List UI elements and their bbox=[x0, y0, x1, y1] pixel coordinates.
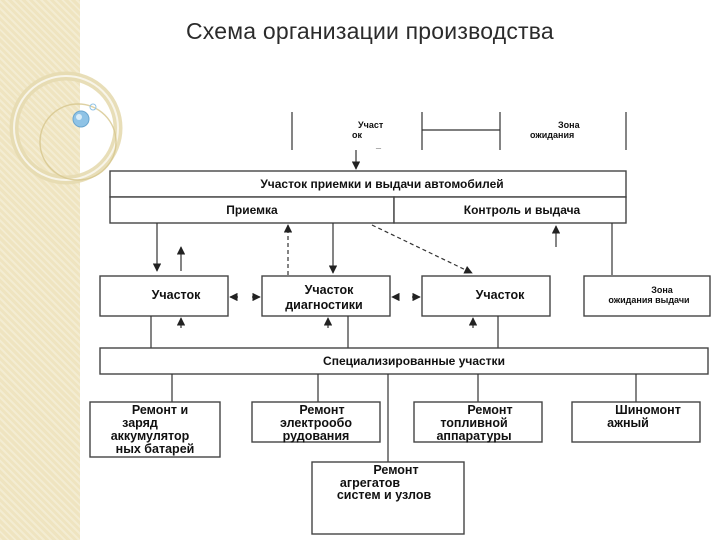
aggregates-label-line3: систем и узлов bbox=[337, 488, 432, 502]
fuel-label-line2: топливной bbox=[440, 416, 507, 430]
diagnostics-label-line1: Участок bbox=[305, 283, 355, 297]
middle-row: Участок Участок диагностики Участок Зона… bbox=[99, 275, 711, 317]
waiting-zone-label-line2: ожидания выдачи bbox=[608, 295, 689, 305]
bottom-row: Ремонт и заряд аккумулятор ных батарей Р… bbox=[89, 401, 701, 535]
electrical-label-line2: электрообо bbox=[280, 416, 352, 430]
fuel-label-line3: аппаратуры bbox=[436, 429, 511, 443]
top-left-label: Участ bbox=[358, 120, 384, 130]
reception-block: Участок приемки и выдачи автомобилей При… bbox=[109, 170, 627, 224]
slide-title: Схема организации производства bbox=[186, 18, 554, 44]
specialized-label: Специализированные участки bbox=[323, 354, 505, 368]
top-right-label: Зона bbox=[558, 120, 581, 130]
top-left-label-line3: _ bbox=[375, 140, 382, 150]
aggregates-label-line2: агрегатов bbox=[340, 476, 400, 490]
fuel-label-line1: Ремонт bbox=[467, 403, 512, 417]
tires-label-line1: Шиномонт bbox=[615, 403, 681, 417]
electrical-label-line3: рудования bbox=[283, 429, 350, 443]
specialized-block: Специализированные участки bbox=[99, 347, 709, 375]
top-left-label-line2: ок bbox=[352, 130, 362, 140]
battery-label-line1: Ремонт и bbox=[132, 403, 188, 417]
top-right-label-line2: ожидания bbox=[530, 130, 574, 140]
diagnostics-label-line2: диагностики bbox=[285, 298, 363, 312]
battery-label-line4: ных батарей bbox=[116, 442, 195, 456]
battery-label-line3: аккумулятор bbox=[111, 429, 190, 443]
waiting-zone-label-line1: Зона bbox=[651, 285, 674, 295]
top-input-area: Участ ок _ Зона ожидания bbox=[291, 112, 627, 170]
area-3-label: Участок bbox=[476, 288, 526, 302]
reception-right-label: Контроль и выдача bbox=[464, 203, 581, 217]
battery-label-line2: заряд bbox=[122, 416, 158, 430]
electrical-label-line1: Ремонт bbox=[299, 403, 344, 417]
reception-left-label: Приемка bbox=[226, 203, 278, 217]
area-1-label: Участок bbox=[152, 288, 202, 302]
reception-header: Участок приемки и выдачи автомобилей bbox=[260, 177, 503, 191]
tires-label-line2: ажный bbox=[607, 416, 649, 430]
aggregates-label-line1: Ремонт bbox=[373, 463, 418, 477]
